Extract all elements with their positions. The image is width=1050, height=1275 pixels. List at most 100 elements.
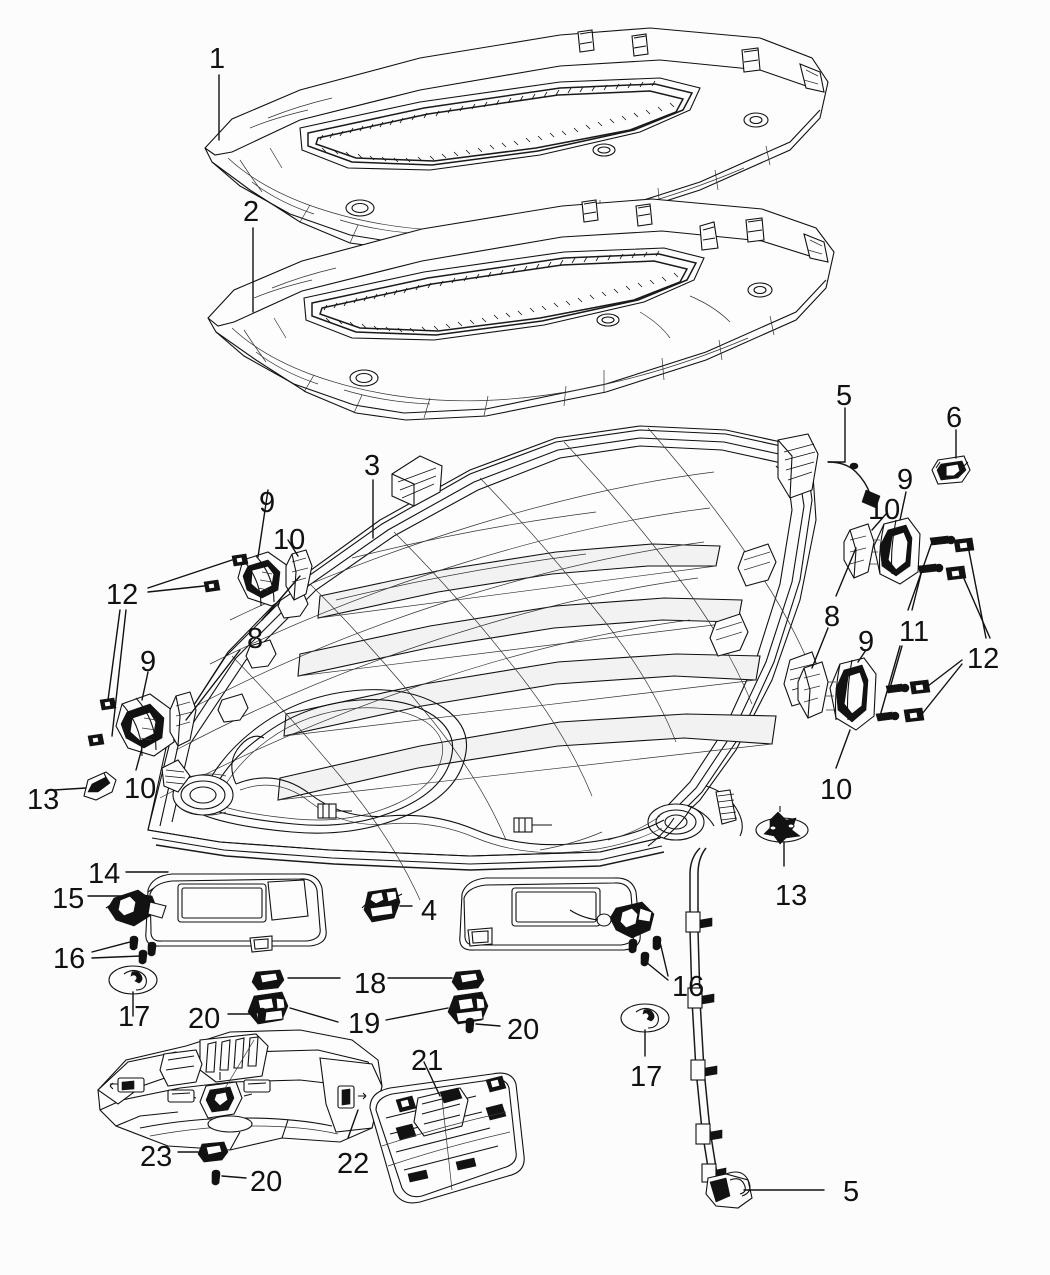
part-12-clip-left-b bbox=[203, 579, 221, 593]
leader-9-right-upper bbox=[899, 491, 907, 521]
callout-3: 3 bbox=[364, 450, 381, 482]
leader-16-right-b bbox=[645, 961, 669, 981]
callout-16-right: 16 bbox=[672, 971, 705, 1003]
callout-18: 18 bbox=[354, 968, 387, 1000]
part-13-hook-bracket-left bbox=[83, 771, 117, 801]
part-14-sun-visor-left bbox=[105, 873, 327, 953]
part-20-screw-a bbox=[257, 1007, 267, 1024]
part-13-rosette-retainer-right bbox=[755, 806, 809, 845]
leader-19-right bbox=[385, 1007, 449, 1021]
part-6-bracket-plate bbox=[931, 455, 971, 485]
callout-16-left: 16 bbox=[53, 943, 86, 975]
part-10-assist-handle-cover-left-lower bbox=[169, 691, 197, 747]
part-17-visor-hook-right bbox=[620, 1003, 670, 1033]
callout-14: 14 bbox=[88, 858, 121, 890]
callout-10-lu: 10 bbox=[273, 524, 306, 556]
leader-16-left-b bbox=[91, 955, 141, 959]
part-4-retainer-clip bbox=[361, 887, 403, 923]
leader-10-left-upper bbox=[287, 539, 299, 557]
part-10-assist-handle-cover-right-lower bbox=[797, 661, 829, 719]
part-23-clip-fastener bbox=[197, 1141, 229, 1163]
part-12-clip-right-a bbox=[953, 537, 975, 553]
part-5-harness-top bbox=[827, 461, 881, 509]
part-10-assist-handle-cover-right-upper bbox=[843, 523, 875, 579]
callout-20-a: 20 bbox=[188, 1003, 221, 1035]
callout-8-right: 8 bbox=[824, 601, 841, 633]
leader-12-a bbox=[147, 559, 233, 589]
leader-21 bbox=[423, 1061, 441, 1097]
leader-10-right-upper bbox=[871, 513, 887, 531]
leader-12-right-c bbox=[927, 659, 963, 687]
part-2-headliner-panel-lower bbox=[207, 198, 835, 421]
leader-16-left-a bbox=[91, 941, 131, 953]
callout-17-right: 17 bbox=[630, 1061, 663, 1093]
leader-10-right-lower bbox=[835, 729, 851, 769]
part-20-screw-b bbox=[465, 1017, 475, 1034]
leader-20-b bbox=[475, 1023, 501, 1027]
part-3-headliner-main-assembly bbox=[147, 425, 821, 901]
callout-22: 22 bbox=[337, 1148, 370, 1180]
leader-16-right-a bbox=[659, 941, 669, 977]
leader-8-right-upper bbox=[835, 547, 857, 597]
callout-12-left: 12 bbox=[106, 579, 139, 611]
callout-9-lu: 9 bbox=[259, 487, 276, 519]
part-9-assist-handle-left-upper bbox=[237, 551, 291, 607]
leader-5-top bbox=[827, 407, 846, 463]
callout-15: 15 bbox=[52, 883, 85, 915]
part-5-harness-cable bbox=[685, 847, 753, 1209]
sun-visor-right bbox=[459, 877, 655, 951]
callout-1: 1 bbox=[209, 43, 226, 75]
leader-8-left-lower bbox=[185, 649, 241, 721]
callout-17-left: 17 bbox=[118, 1001, 151, 1033]
callout-20-c: 20 bbox=[250, 1166, 283, 1198]
leader-8-right-lower bbox=[811, 627, 829, 669]
part-15-sun-visor-hinge-bracket bbox=[105, 887, 167, 927]
callout-4: 4 bbox=[421, 895, 438, 927]
callout-12-right: 12 bbox=[967, 643, 1000, 675]
leader-20-c bbox=[221, 1175, 247, 1179]
part-21-console-lamp-module bbox=[369, 1072, 525, 1204]
leader-12-c bbox=[107, 609, 121, 701]
part-12-clip-left-c bbox=[99, 697, 117, 711]
leader-22 bbox=[347, 1109, 359, 1139]
leader-12-d bbox=[111, 609, 127, 737]
part-11-screw-right-a bbox=[929, 535, 956, 546]
part-12-clip-right-b bbox=[945, 565, 967, 581]
part-12-clip-right-d bbox=[903, 707, 925, 723]
part-18-clip-plate-right bbox=[451, 969, 485, 991]
leader-12-right-b bbox=[961, 573, 991, 639]
leader-12-b bbox=[147, 585, 205, 593]
callout-2: 2 bbox=[243, 196, 260, 228]
part-9-assist-handle-right-upper bbox=[870, 517, 921, 585]
leader-19-left bbox=[289, 1007, 339, 1023]
part-10-assist-handle-cover-left-upper bbox=[285, 549, 313, 601]
leader-11-d bbox=[879, 645, 901, 717]
part-12-clip-left-a bbox=[231, 553, 249, 567]
callout-19: 19 bbox=[348, 1008, 381, 1040]
callout-9-ru: 9 bbox=[897, 464, 914, 496]
part-20-screw-c bbox=[211, 1169, 221, 1186]
callout-9-rl: 9 bbox=[858, 626, 875, 658]
callout-21: 21 bbox=[411, 1045, 444, 1077]
part-12-clip-right-c bbox=[909, 679, 931, 695]
callout-13-left: 13 bbox=[27, 784, 60, 816]
leader-11-b bbox=[911, 569, 923, 611]
callout-9-ll: 9 bbox=[140, 646, 157, 678]
callout-5-bottom: 5 bbox=[843, 1176, 860, 1208]
part-19-clip-bracket bbox=[247, 991, 289, 1025]
callout-10-ll: 10 bbox=[124, 773, 157, 805]
part-16-screws-right bbox=[628, 935, 662, 967]
part-1-headliner-panel-upper bbox=[204, 27, 829, 251]
callout-5-top: 5 bbox=[836, 380, 853, 412]
leader-13-left bbox=[53, 787, 87, 791]
part-22-overhead-console-housing bbox=[97, 1029, 383, 1151]
part-16-screws-left bbox=[129, 935, 157, 965]
leader-8-left bbox=[261, 575, 301, 621]
leader-9-left-upper bbox=[257, 489, 269, 558]
part-17-visor-hook-left bbox=[108, 965, 158, 995]
leader-10-left-lower bbox=[135, 747, 143, 771]
callout-8-left: 8 bbox=[247, 623, 264, 655]
callout-6: 6 bbox=[946, 402, 963, 434]
